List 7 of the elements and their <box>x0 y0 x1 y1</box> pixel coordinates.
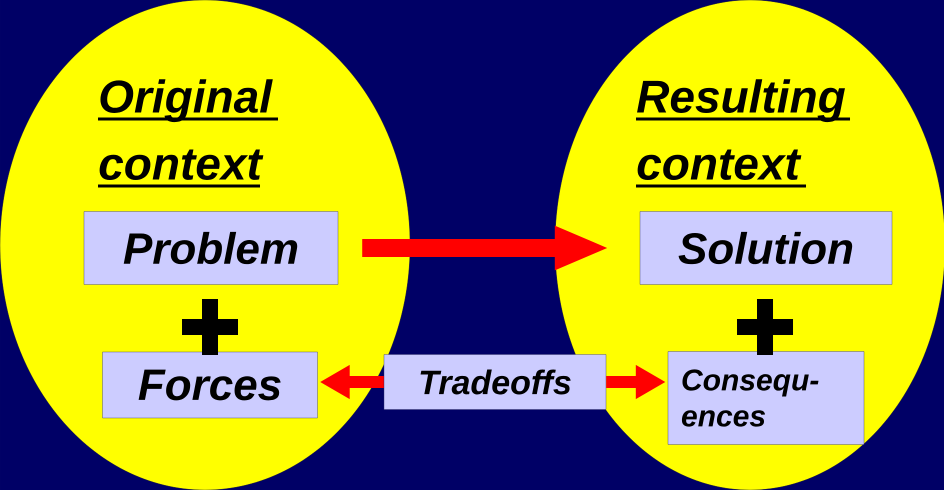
label-box: Problem <box>84 211 338 285</box>
label-box: Consequ- ences <box>668 351 864 445</box>
underlined-heading: Original context <box>98 79 278 188</box>
label-box: Forces <box>102 352 318 418</box>
label-box: Solution <box>640 211 892 285</box>
underlined-heading: Resulting context <box>636 79 850 188</box>
label-box: Tradeoffs <box>384 354 606 410</box>
